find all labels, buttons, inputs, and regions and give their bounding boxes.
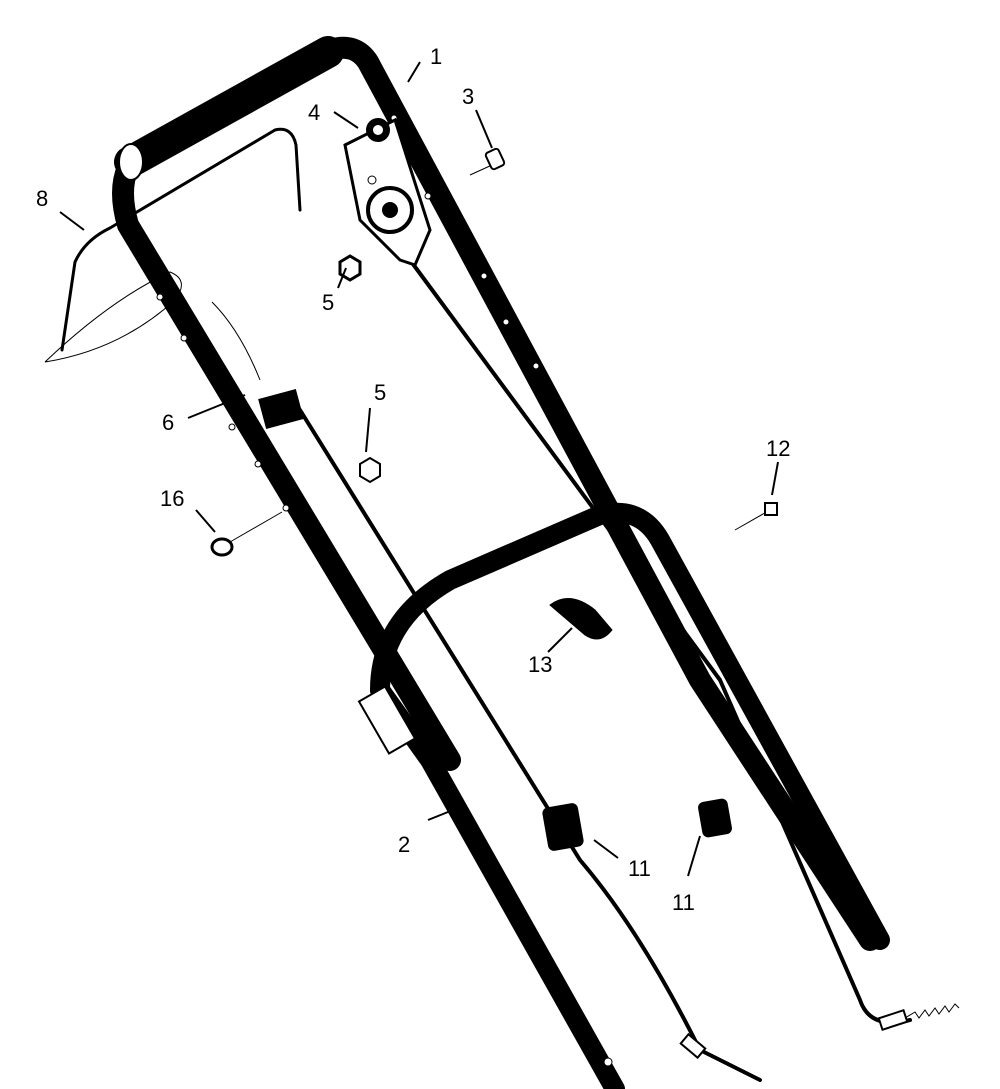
- callout-5-lower: 5: [374, 380, 386, 405]
- callouts: 1 2 3 4 5 5 6 8 11 11 12 13 16: [36, 44, 790, 915]
- callout-13: 13: [528, 652, 552, 677]
- callout-12: 12: [766, 436, 790, 461]
- hardware: [210, 147, 778, 851]
- callout-11-left: 11: [628, 856, 651, 881]
- callout-3: 3: [462, 84, 474, 109]
- callout-8: 8: [36, 186, 48, 211]
- control-lever: [343, 117, 432, 267]
- leader-lines: [59, 61, 779, 877]
- callout-5-upper: 5: [322, 290, 334, 315]
- bail-bar: [44, 127, 302, 363]
- callout-11-right: 11: [672, 890, 695, 915]
- cables: [298, 258, 960, 1082]
- callout-4: 4: [308, 100, 320, 125]
- callout-2: 2: [398, 832, 410, 857]
- callout-1: 1: [430, 44, 442, 69]
- lower-handle: [357, 502, 890, 1089]
- upper-handle: [112, 36, 882, 951]
- callout-16: 16: [160, 486, 184, 511]
- callout-6: 6: [162, 410, 174, 435]
